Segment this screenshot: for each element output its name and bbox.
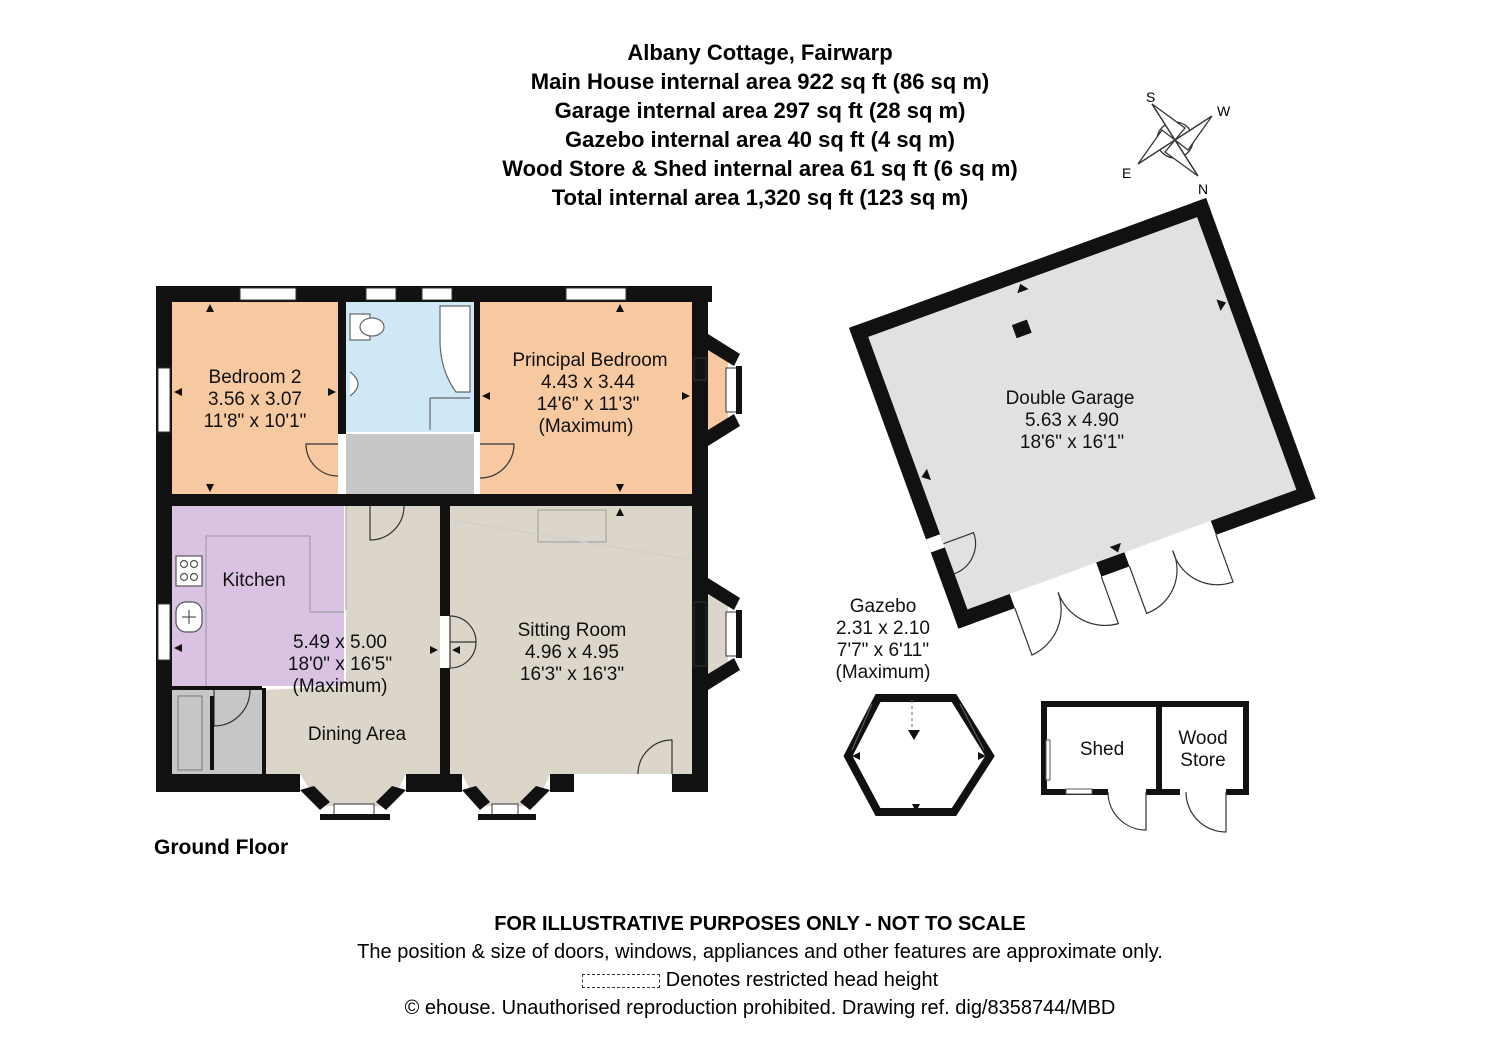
principal-bedroom-name: Principal Bedroom — [512, 350, 667, 371]
disclaimer: FOR ILLUSTRATIVE PURPOSES ONLY - NOT TO … — [494, 913, 1026, 935]
compass-s: S — [1146, 89, 1155, 105]
bedroom-2-metric: 3.56 x 3.07 — [208, 389, 302, 410]
store-fill — [172, 690, 262, 774]
gazebo-note: (Maximum) — [836, 662, 931, 683]
sitting-room-imperial: 16'3" x 16'3" — [520, 664, 624, 685]
dining-bay-fill — [300, 774, 406, 806]
kitchen-fill — [172, 506, 344, 690]
property-title: Albany Cottage, Fairwarp — [627, 40, 893, 65]
total-area: Total internal area 1,320 sq ft (123 sq … — [551, 185, 969, 210]
wood-store-line2: Store — [1180, 750, 1225, 771]
gazebo-area: Gazebo internal area 40 sq ft (4 sq m) — [564, 127, 955, 152]
gazebo-metric: 2.31 x 2.10 — [836, 618, 930, 639]
bedroom-2-imperial: 11'8" x 10'1" — [204, 411, 307, 432]
dining-note: (Maximum) — [293, 676, 388, 697]
shed-name: Shed — [1080, 739, 1124, 760]
legend-row: Denotes restricted head height — [0, 966, 1500, 994]
floor-label: Ground Floor — [154, 836, 289, 859]
copyright: © ehouse. Unauthorised reproduction proh… — [404, 997, 1116, 1019]
bedroom-2-fill — [172, 302, 338, 494]
sitting-room-name: Sitting Room — [518, 620, 627, 641]
dining-metric: 5.49 x 5.00 — [293, 632, 387, 653]
compass-w: W — [1217, 103, 1231, 119]
double-garage — [849, 197, 1316, 656]
sitting-fill — [450, 506, 692, 774]
gazebo-imperial: 7'7" x 6'11" — [837, 640, 929, 661]
gazebo-name: Gazebo — [850, 596, 917, 617]
principal-bedroom-fill — [480, 302, 692, 494]
principal-bedroom-metric: 4.43 x 3.44 — [541, 372, 635, 393]
dining-imperial: 18'0" x 16'5" — [288, 654, 392, 675]
compass-e: E — [1122, 165, 1131, 181]
gazebo — [843, 694, 995, 816]
compass-icon: S W E N — [1122, 89, 1231, 197]
garage-area: Garage internal area 297 sq ft (28 sq m) — [554, 98, 966, 123]
bedroom-2-name: Bedroom 2 — [209, 367, 302, 388]
compass-n: N — [1198, 181, 1208, 197]
kitchen-sink-icon — [175, 601, 203, 633]
shed-and-wood-store — [1041, 701, 1249, 833]
dining-name: Dining Area — [308, 724, 407, 745]
garage-metric: 5.63 x 4.90 — [1025, 410, 1119, 431]
sitting-room-metric: 4.96 x 4.95 — [525, 642, 619, 663]
garage-imperial: 18'6" x 16'1" — [1020, 432, 1124, 453]
dining-fill — [264, 506, 440, 774]
restricted-height-swatch — [581, 973, 660, 988]
principal-bedroom-note: (Maximum) — [539, 416, 634, 437]
bathroom-fittings-icon — [349, 305, 471, 430]
legend-text: Denotes restricted head height — [665, 969, 939, 991]
kitchen-hob-icon — [175, 555, 203, 587]
main-house: Bedroom 2 3.56 x 3.07 11'8" x 10'1" Prin… — [156, 286, 742, 820]
approximation-note: The position & size of doors, windows, a… — [357, 941, 1163, 963]
woodstore-shed-area: Wood Store & Shed internal area 61 sq ft… — [502, 156, 1018, 181]
wood-store-line1: Wood — [1178, 728, 1227, 749]
main-house-area: Main House internal area 922 sq ft (86 s… — [530, 69, 990, 94]
kitchen-name: Kitchen — [222, 570, 285, 591]
hall-fill — [346, 434, 474, 494]
garage-name: Double Garage — [1006, 388, 1135, 409]
principal-bedroom-imperial: 14'6" x 11'3" — [537, 394, 640, 415]
